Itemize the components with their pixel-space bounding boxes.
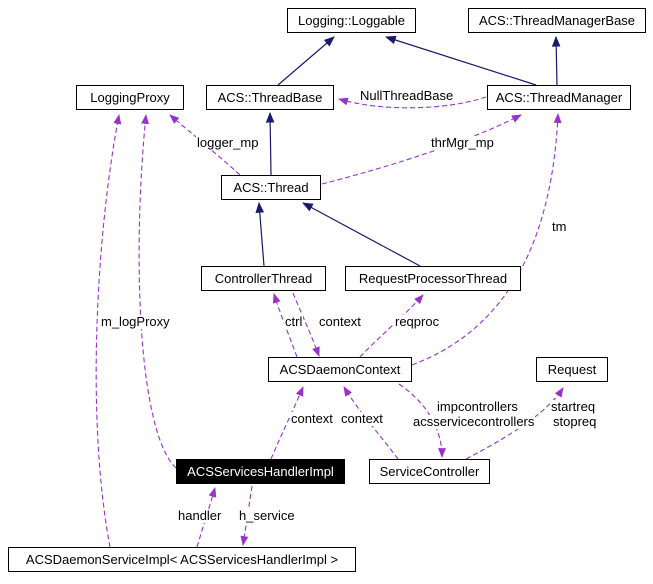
edge-label-thrmgr-mp: thrMgr_mp	[430, 135, 495, 150]
node-acs-thread[interactable]: ACS::Thread	[221, 175, 321, 200]
edge-context-controllerthread	[292, 292, 320, 357]
node-logging-loggable[interactable]: Logging::Loggable	[287, 8, 416, 33]
edge-threadmanager-to-threadmanagerbase	[551, 35, 561, 86]
edge-logger-mp	[169, 114, 241, 176]
node-acsdaemoncontext[interactable]: ACSDaemonContext	[268, 357, 412, 382]
edge-label-acsservicecontrollers: acsservicecontrollers	[412, 414, 536, 429]
edge-reqproc	[359, 294, 424, 358]
edge-label-h-service: h_service	[238, 508, 296, 523]
edge-thread-to-threadbase	[265, 111, 275, 176]
edge-controllerthread-to-thread	[255, 201, 265, 267]
edge-thrmgr-mp	[321, 114, 522, 185]
edge-requestprocessorthread-to-thread	[302, 202, 421, 267]
edge-threadmanager-to-loggable	[384, 35, 537, 86]
edge-label-logger-mp: logger_mp	[196, 135, 260, 150]
edge-impcontrollers	[398, 383, 446, 458]
node-acs-threadbase[interactable]: ACS::ThreadBase	[206, 85, 334, 110]
edge-label-context-upper: context	[318, 314, 362, 329]
edge-label-m-logproxy: m_logProxy	[100, 314, 171, 329]
edge-label-context-lower-left: context	[290, 411, 334, 426]
edge-tm	[411, 113, 562, 366]
edge-label-ctrl: ctrl	[284, 314, 304, 329]
edge-label-nullthreadbase: NullThreadBase	[359, 88, 455, 103]
node-acsdaemonserviceimpl[interactable]: ACSDaemonServiceImpl< ACSServicesHandler…	[8, 547, 356, 572]
edge-handler	[196, 487, 217, 548]
node-acsserviceshandlerimpl: ACSServicesHandlerImpl	[176, 459, 345, 484]
node-request[interactable]: Request	[536, 357, 608, 382]
node-servicecontroller[interactable]: ServiceController	[369, 459, 490, 484]
edge-threadbase-to-loggable	[277, 36, 335, 86]
edge-m-logproxy-handler	[138, 114, 177, 469]
node-controllerthread[interactable]: ControllerThread	[201, 266, 326, 291]
edge-label-stopreq: stopreq	[552, 414, 598, 429]
edge-label-startreq: startreq	[550, 399, 597, 414]
edge-label-tm: tm	[551, 219, 568, 234]
edge-nullthreadbase	[338, 96, 487, 109]
edge-label-handler: handler	[177, 508, 223, 523]
node-loggingproxy[interactable]: LoggingProxy	[76, 85, 184, 110]
edge-label-reqproc: reqproc	[394, 314, 441, 329]
node-acs-threadmanager[interactable]: ACS::ThreadManager	[487, 85, 631, 110]
edge-label-context-lower-right: context	[340, 411, 384, 426]
edge-m-logproxy	[95, 114, 122, 548]
edge-label-impcontrollers: impcontrollers	[436, 399, 519, 414]
node-requestprocessorthread[interactable]: RequestProcessorThread	[345, 266, 521, 291]
node-acs-threadmanagerbase[interactable]: ACS::ThreadManagerBase	[468, 8, 646, 33]
